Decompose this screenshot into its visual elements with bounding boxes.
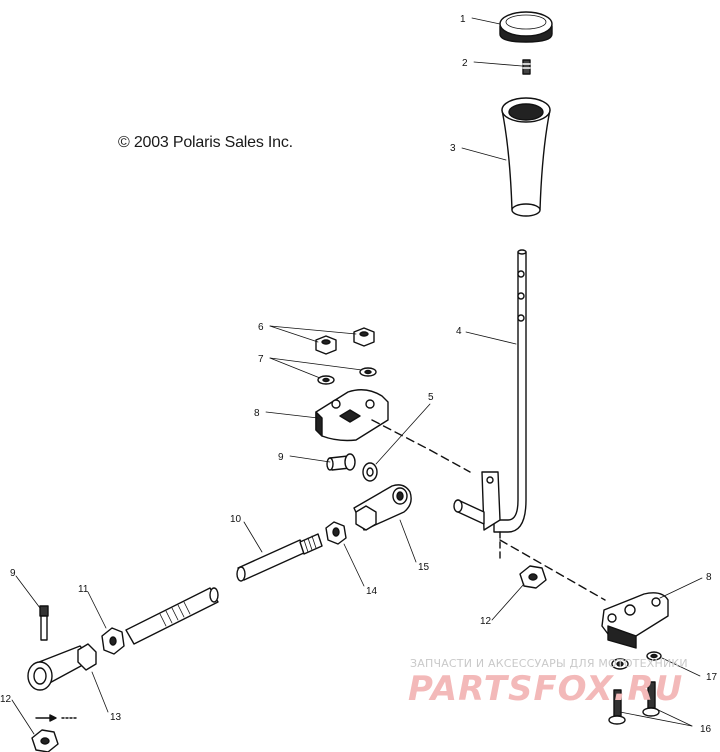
direction-arrow [35, 714, 77, 722]
rod-end-lower [27, 643, 97, 691]
callout-11: 11 [78, 584, 89, 595]
threaded-rod-upper [236, 533, 323, 582]
nut-lower [31, 729, 59, 752]
callout-6: 6 [258, 322, 264, 333]
callout-4: 4 [456, 326, 462, 337]
mount-block-lower [601, 592, 669, 649]
jam-nut-rod [499, 539, 606, 601]
callout-numbers: 1 2 3 4 5 6 7 8 8 9 9 10 11 12 12 13 14 … [0, 14, 718, 735]
knob-cap [499, 11, 553, 43]
callout-15: 15 [418, 562, 430, 573]
shift-rod [453, 249, 527, 561]
callout-2: 2 [462, 58, 468, 69]
watermark-logo: PARTSFOX.RU [408, 669, 684, 709]
bolt-pair [608, 681, 660, 725]
callout-8-lower: 8 [706, 572, 712, 583]
flat-washer [362, 462, 378, 482]
callout-16: 16 [700, 724, 712, 735]
callout-17: 17 [706, 672, 718, 683]
callout-12-lower: 12 [0, 694, 12, 705]
callout-5: 5 [428, 392, 434, 403]
washer-pair-lower [611, 651, 662, 670]
callout-9-upper: 9 [278, 452, 284, 463]
callout-14: 14 [366, 586, 378, 597]
rod-end-upper [353, 484, 412, 531]
callout-1: 1 [460, 14, 466, 25]
callout-8-upper: 8 [254, 408, 260, 419]
leader-lines [11, 17, 703, 735]
callout-9-lower: 9 [10, 568, 16, 579]
callout-10: 10 [230, 514, 242, 525]
copyright-text: © 2003 Polaris Sales Inc. [118, 134, 293, 151]
shift-grip [501, 97, 551, 217]
callout-7: 7 [258, 354, 264, 365]
watermark-text: ЗАПЧАСТИ И АКСЕССУАРЫ ДЛЯ МОТОТЕХНИКИ [410, 657, 688, 670]
washer-pair [317, 367, 377, 385]
knob-screw [522, 59, 531, 75]
jam-nut-upper [325, 521, 347, 545]
callout-3: 3 [450, 143, 456, 154]
jam-nut-lower [101, 627, 125, 655]
pivot-pin [326, 453, 356, 471]
callout-13: 13 [110, 712, 122, 723]
threaded-rod-lower [125, 587, 219, 645]
callout-12-upper: 12 [480, 616, 492, 627]
bolt-lower [39, 605, 49, 641]
nut-pair [315, 327, 375, 355]
mount-block-upper [315, 389, 471, 473]
